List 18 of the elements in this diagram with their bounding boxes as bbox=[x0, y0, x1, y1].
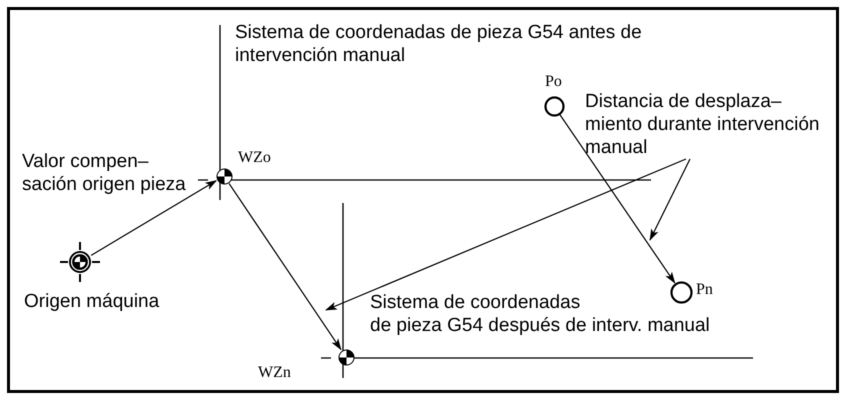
symbol-caption: Origen máquina bbox=[24, 290, 160, 313]
point-label: Po bbox=[545, 73, 562, 91]
work-origin-symbol bbox=[336, 348, 356, 366]
point-label: WZn bbox=[258, 364, 291, 382]
point-label: WZo bbox=[238, 149, 271, 167]
arrow bbox=[559, 114, 676, 284]
point-circle bbox=[544, 96, 564, 116]
annotation-text: Valor compen– sación origen pieza bbox=[22, 150, 192, 196]
machine-origin-symbol bbox=[60, 242, 100, 282]
work-origin-symbol bbox=[214, 166, 234, 186]
point-label: Pn bbox=[696, 281, 713, 299]
arrow bbox=[90, 180, 218, 256]
point-circle bbox=[670, 280, 692, 304]
annotation-text: Distancia de desplaza– miento durante intervención manual bbox=[585, 90, 837, 159]
leader-line bbox=[649, 158, 691, 241]
annotation-text: Sistema de coordenadas de pieza G54 antes de intervención manual bbox=[235, 21, 643, 67]
leader-line bbox=[325, 158, 686, 311]
arrow bbox=[228, 183, 342, 350]
